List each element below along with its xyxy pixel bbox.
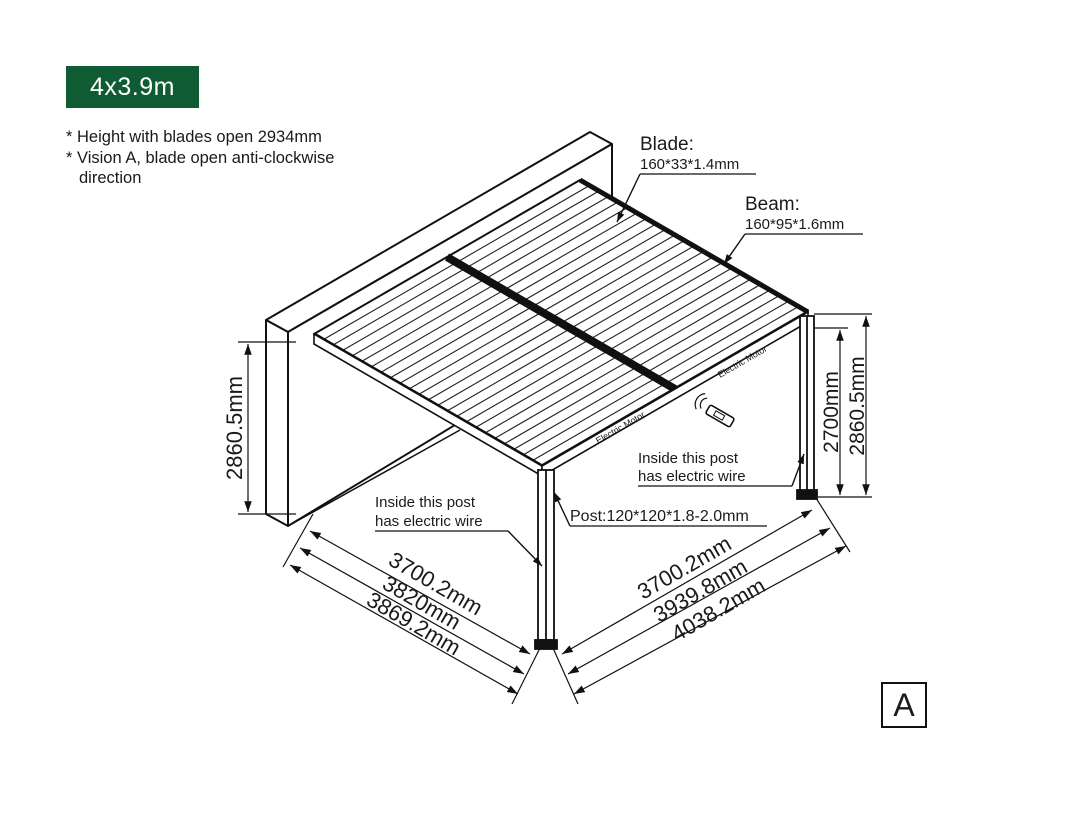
beam-leader — [723, 233, 746, 265]
wire-right-line2: has electric wire — [638, 468, 746, 485]
back-beam — [578, 177, 810, 315]
blade-leader — [616, 173, 641, 223]
notes-block: * Height with blades open 2934mm * Visio… — [66, 127, 334, 189]
note-vision: * Vision A, blade open anti-clockwise — [66, 148, 335, 167]
wall-base-line — [287, 429, 461, 527]
wire-left-leader — [507, 530, 543, 567]
beam-spec: 160*95*1.6mm — [745, 216, 844, 233]
note-vision-cont: direction — [79, 169, 142, 187]
post-leader — [553, 491, 571, 527]
remote-control-icon — [694, 393, 735, 428]
wire-right-leader — [791, 453, 805, 487]
beam-title: Beam: — [745, 194, 800, 215]
wire-left-line1: Inside this post — [375, 494, 476, 511]
width-dims-right — [552, 497, 851, 705]
wire-right-line1: Inside this post — [638, 450, 739, 467]
blade-title: Blade: — [640, 134, 694, 155]
back-post — [796, 315, 818, 500]
height-dim-right — [814, 313, 872, 498]
center-beam — [444, 253, 678, 393]
roof — [313, 177, 810, 478]
size-badge: 4x3.9m — [66, 66, 199, 108]
front-post — [534, 469, 558, 650]
height-dim-left — [238, 341, 296, 515]
height-right-outer-label: 2860.5mm — [846, 356, 869, 455]
wire-left-line2: has electric wire — [375, 513, 483, 530]
blade-spec: 160*33*1.4mm — [640, 156, 739, 173]
version-letter-box: A — [881, 682, 927, 728]
width-dims-left — [282, 513, 541, 705]
post-spec: Post:120*120*1.8-2.0mm — [570, 508, 749, 525]
note-height: * Height with blades open 2934mm — [66, 128, 322, 146]
height-left-label: 2860.5mm — [222, 376, 247, 480]
height-right-inner-label: 2700mm — [820, 371, 843, 453]
